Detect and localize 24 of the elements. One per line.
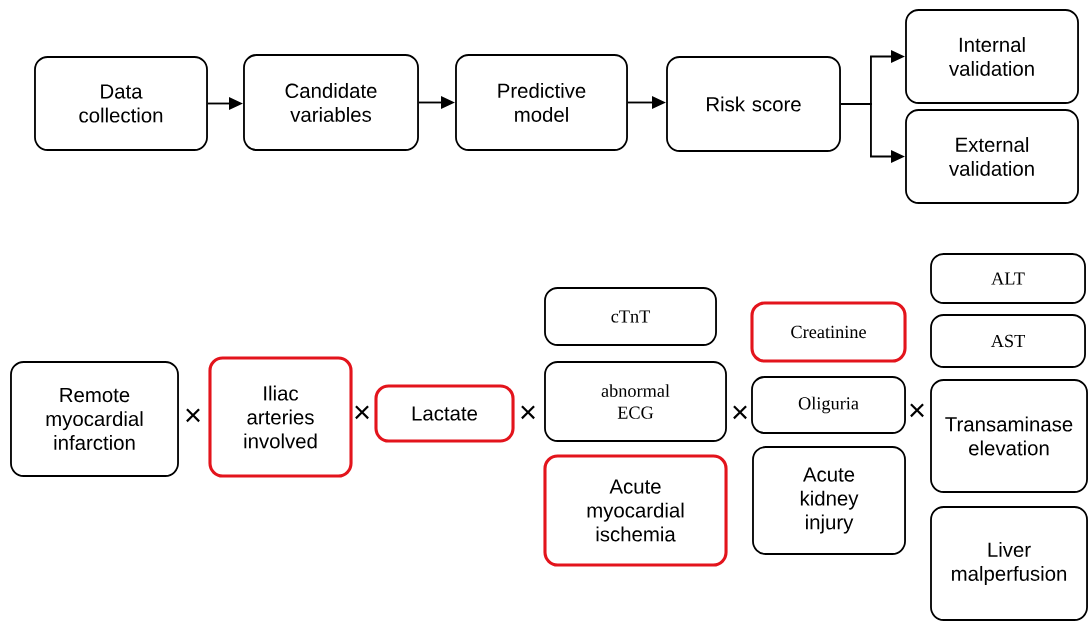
multiply-sign: × (733, 405, 747, 420)
process-box: Lactate (374, 384, 515, 443)
process-box: Transaminase elevation (930, 379, 1088, 493)
process-box: Iliac arteries involved (208, 356, 353, 478)
process-box: Candidate variables (243, 54, 419, 151)
process-box: External validation (905, 109, 1079, 204)
process-box: AST (930, 314, 1086, 368)
process-box: Risk score (666, 56, 841, 152)
process-box: Acute kidney injury (752, 446, 906, 555)
process-box: Internal validation (905, 9, 1079, 104)
multiply-sign: × (521, 405, 535, 420)
process-box: cTnT (544, 287, 717, 346)
process-box: Predictive model (455, 54, 628, 151)
process-box: Oliguria (751, 376, 906, 434)
process-box: Data collection (34, 56, 208, 151)
process-box: Acute myocardial ischemia (543, 454, 728, 567)
process-box: Liver malperfusion (930, 506, 1088, 621)
multiply-sign: × (355, 405, 369, 420)
process-box: Creatinine (750, 301, 907, 363)
process-box: abnormal ECG (544, 361, 727, 442)
multiply-sign: × (910, 403, 924, 418)
process-box: ALT (930, 253, 1086, 304)
multiply-sign: × (186, 408, 200, 423)
process-box: Remote myocardial infarction (10, 361, 179, 477)
